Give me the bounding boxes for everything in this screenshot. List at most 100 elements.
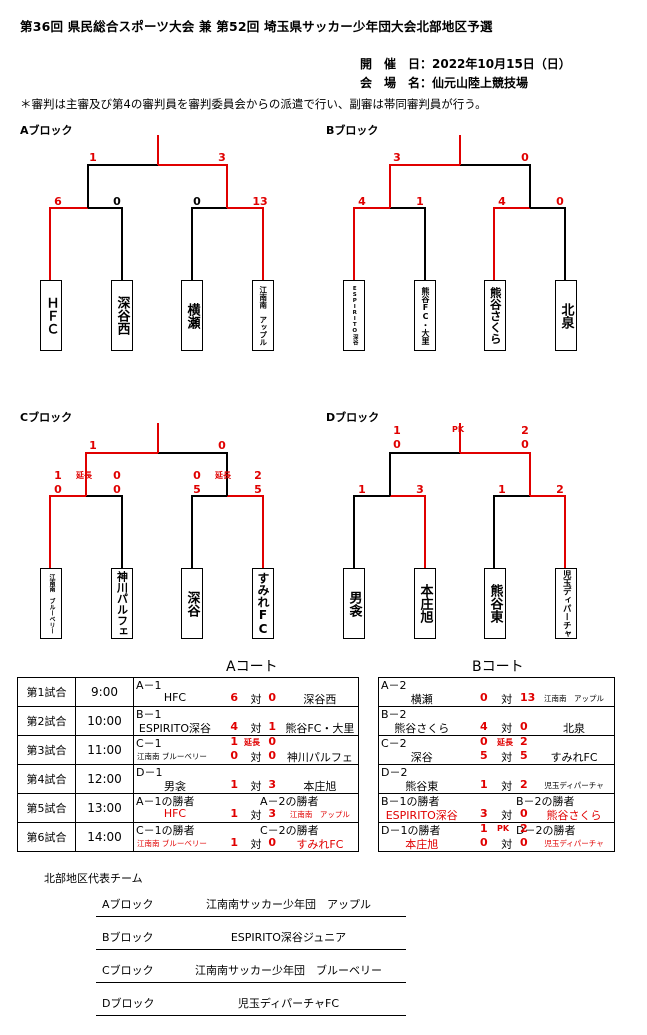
vs-label: 対 (250, 809, 262, 822)
game-number: 第1試合 (26, 685, 67, 699)
game-time: 9:00 (91, 684, 118, 699)
game-time: 13:00 (87, 800, 122, 815)
team-2: 北泉 (563, 722, 586, 735)
block-a-final-left-score: 1 (89, 151, 97, 164)
team-1: 江南南 ブルーベリー (137, 752, 207, 761)
team-2: 江南南 アップル (544, 694, 605, 703)
extra-time-label: PK (497, 824, 510, 833)
block-b-r1-score: 4 (498, 195, 506, 208)
team-box: 熊谷東 (484, 568, 506, 639)
block-c-extra-label: 延長 (215, 471, 231, 480)
vs-label: 対 (250, 780, 262, 793)
team-1: 男衾 (163, 780, 186, 793)
score-1: 0 (480, 691, 488, 704)
vs-label: 対 (501, 693, 513, 706)
block-b-label: Bブロック (326, 124, 379, 137)
block-a-r1-score: 6 (54, 195, 62, 208)
block-a-r1-score: 0 (193, 195, 201, 208)
block-c-r1-score: 1 (54, 469, 62, 482)
match-id-right: A－2の勝者 (260, 795, 319, 808)
match-id: D－2 (381, 766, 408, 779)
block-c-r1-score: 2 (254, 469, 262, 482)
block-d-label: Dブロック (326, 411, 380, 424)
game-time: 12:00 (87, 771, 122, 786)
team-2: 児玉ディパーチャ (544, 839, 604, 848)
score-2: 2 (520, 822, 528, 835)
team-box: 北泉 (555, 280, 577, 351)
score-2: 1 (268, 720, 277, 733)
team-1: 横瀬 (410, 693, 433, 706)
vs-label: 対 (250, 722, 262, 735)
representatives-heading: 北部地区代表チーム (44, 872, 143, 885)
court-a-title: Aコート (226, 659, 278, 675)
block-d-final-left-pk: 0 (393, 438, 401, 451)
block-c-final-left-score: 1 (89, 439, 97, 452)
score-2: 13 (520, 691, 536, 704)
team-2: 本庄旭 (303, 780, 337, 793)
team-1: ESPIRITO深谷 (385, 809, 458, 822)
block-c-r1-pk-score: 0 (113, 483, 121, 496)
block-a-r1-score: 0 (113, 195, 121, 208)
match-id: B－1 (136, 708, 162, 721)
team-1: 熊谷さくら (394, 722, 450, 735)
block-d-r1-score: 1 (498, 483, 506, 496)
match-id: B－2 (381, 708, 407, 721)
score-2-second: 0 (520, 836, 528, 849)
match-id: D－1の勝者 (381, 824, 441, 837)
block-a-final-right-score: 3 (218, 151, 226, 164)
team-box: 熊谷さくら (484, 280, 506, 351)
score-2: 0 (520, 720, 528, 733)
team-1: HFC (163, 807, 187, 820)
score-1: 1 (230, 836, 238, 849)
extra-time-label: 延長 (244, 738, 260, 747)
score-2: 0 (268, 691, 277, 704)
game-number: 第2試合 (26, 714, 67, 728)
match-id: D－1 (136, 766, 163, 779)
game-number: 第3試合 (26, 743, 67, 757)
block-c-r1-pk-score: 0 (54, 483, 62, 496)
extra-time-label: 延長 (497, 738, 513, 747)
score-1: 1 (230, 735, 238, 748)
score-2: 3 (268, 778, 277, 791)
score-2-second: 5 (520, 749, 528, 762)
game-time: 10:00 (87, 713, 122, 728)
block-b-r1-score: 1 (416, 195, 424, 208)
block-a-label: Aブロック (20, 124, 73, 137)
score-1: 3 (480, 807, 488, 820)
vs-label: 対 (250, 693, 262, 706)
match-id: A－1の勝者 (136, 795, 195, 808)
block-c-final-right-score: 0 (218, 439, 226, 452)
game-time: 14:00 (87, 829, 122, 844)
team-1: HFC (163, 691, 187, 704)
match-id: C－1の勝者 (136, 824, 195, 837)
team-1: 本庄旭 (405, 838, 439, 851)
score-1-second: 5 (480, 749, 488, 762)
team-1: 深谷 (410, 751, 433, 764)
game-number: 第6試合 (26, 830, 67, 844)
match-id: C－1 (136, 737, 162, 750)
referee-note: ＊審判は主審及び第4の審判員を審判委員会からの派遣で行い、副審は帯同審判員が行う… (20, 97, 487, 111)
team-box: 横瀬 (181, 280, 203, 351)
team-box: 深谷西 (111, 280, 133, 351)
team-box: ESPIRITO深谷 (343, 280, 365, 351)
score-2: 0 (268, 735, 277, 748)
representative-row: Dブロック児玉ディパーチャFC (96, 989, 406, 1016)
score-2: 0 (268, 836, 277, 849)
team-box: 熊谷FC・大里 (414, 280, 436, 351)
block-c-r1-score: 0 (193, 469, 201, 482)
team-2: 児玉ディパーチャ (544, 781, 604, 790)
team-2: すみれFC (296, 838, 344, 851)
score-1: 1 (230, 807, 238, 820)
block-d-pk-label: PK (452, 425, 465, 434)
block-b-final-left-score: 3 (393, 151, 401, 164)
score-1-second: 0 (230, 749, 238, 762)
